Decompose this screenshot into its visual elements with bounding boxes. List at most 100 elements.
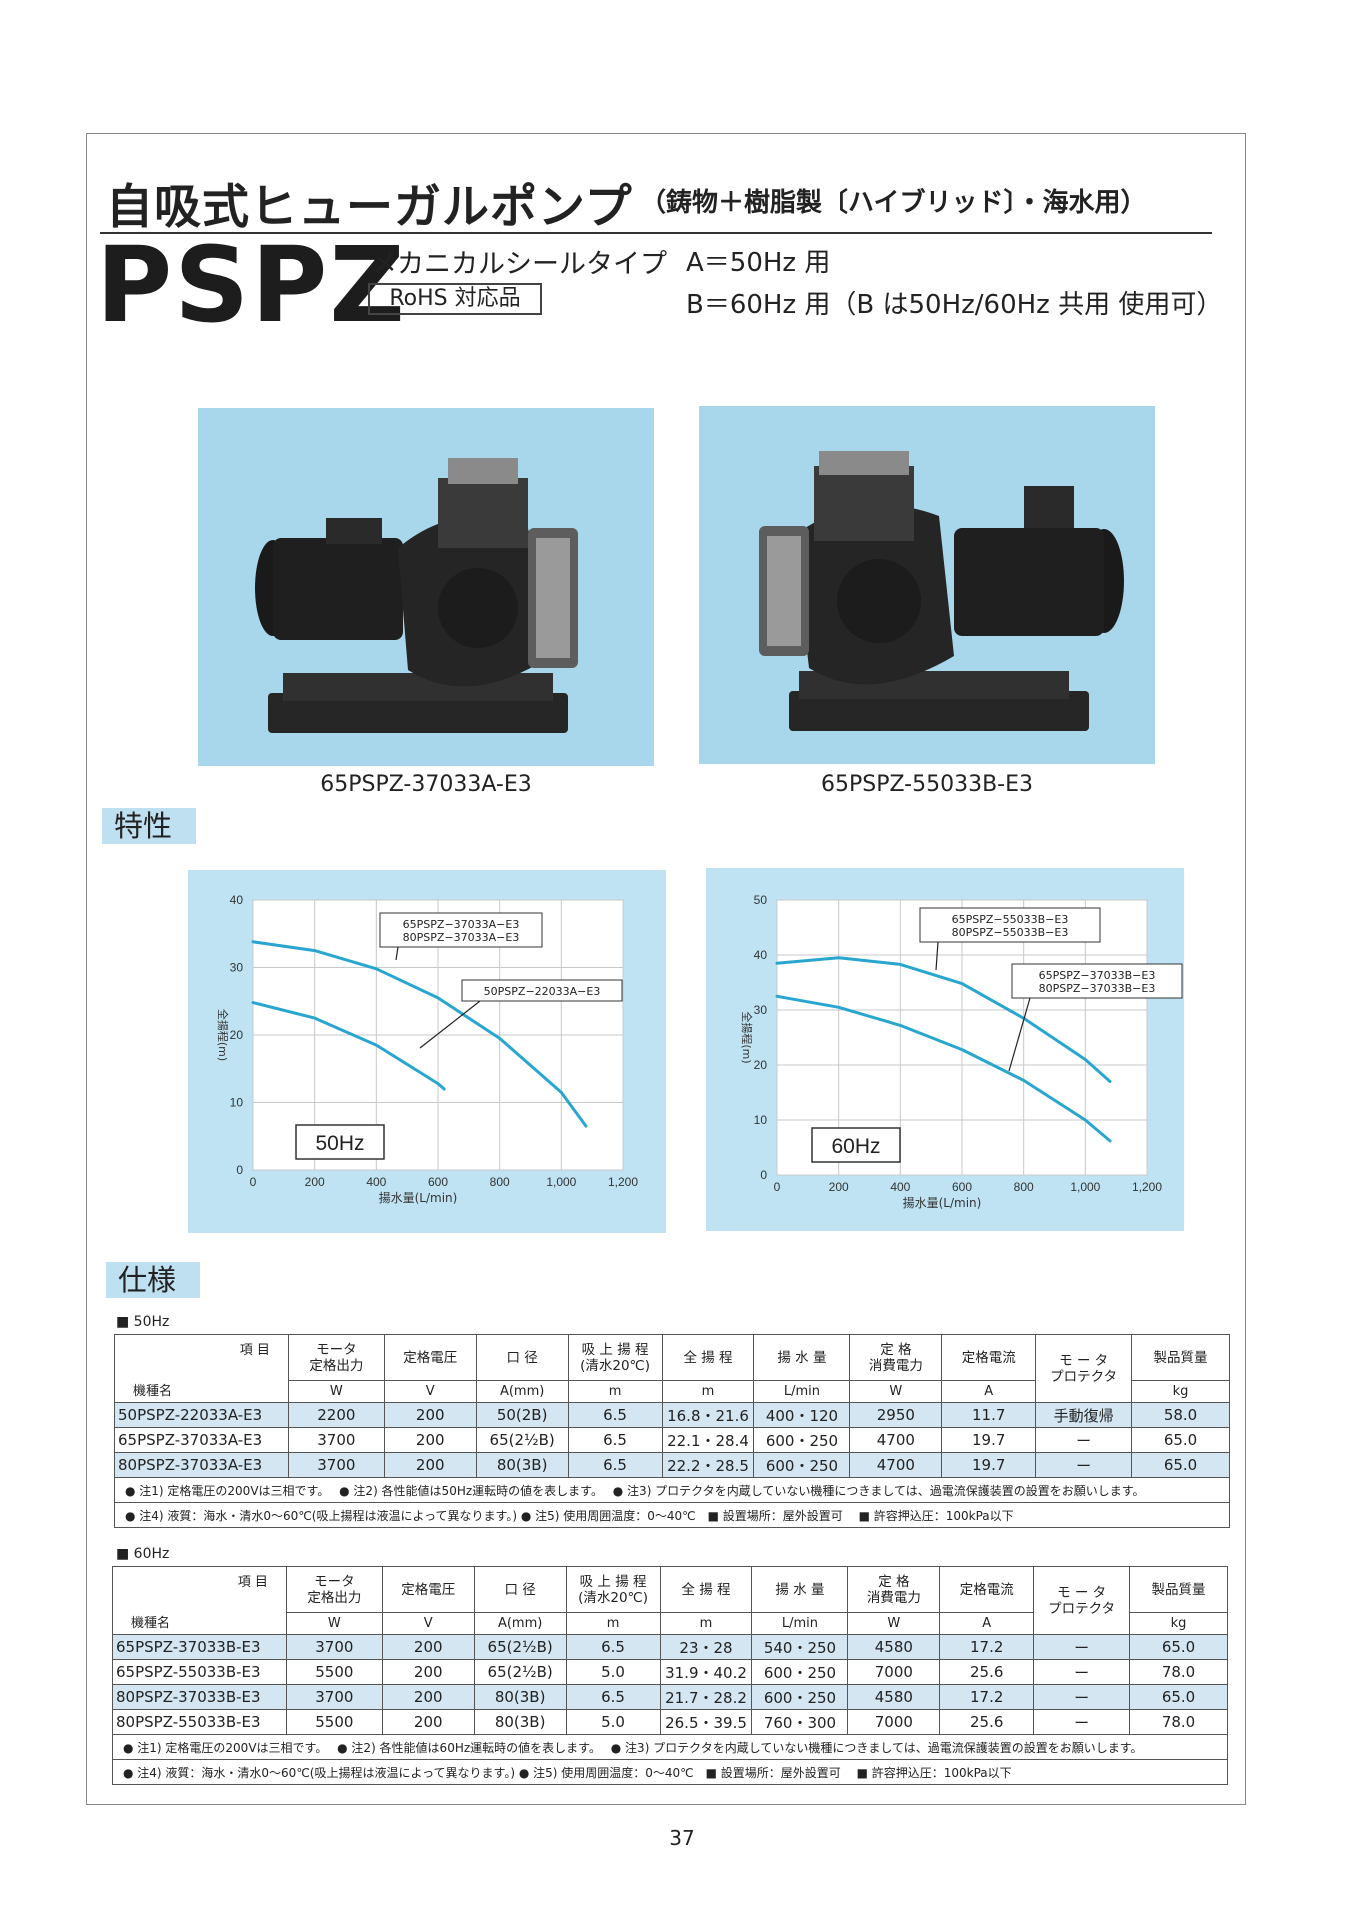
seal-type-label: メカニカルシールタイプ bbox=[370, 249, 667, 280]
series-line bbox=[251, 1001, 446, 1091]
table-cell: 78.0 bbox=[1129, 1659, 1228, 1685]
series-leader-line bbox=[419, 1000, 481, 1049]
weight-header: 製品質量 bbox=[1129, 1566, 1228, 1613]
table-cell: 600・250 bbox=[751, 1684, 849, 1710]
x-tick-label: 0 bbox=[250, 1175, 257, 1189]
x-tick-label: 1,200 bbox=[608, 1175, 638, 1189]
title-divider bbox=[100, 232, 1212, 234]
table-cell: ー bbox=[1033, 1709, 1131, 1735]
table-cell: 26.5・39.5 bbox=[659, 1709, 753, 1735]
pump-photo-right bbox=[699, 406, 1155, 764]
table-cell: 760・300 bbox=[751, 1709, 849, 1735]
bore-header: 口 径 bbox=[475, 1334, 569, 1381]
model-header: 機種名 bbox=[131, 1616, 171, 1631]
page-title: 自吸式ヒューガルポンプ bbox=[106, 180, 633, 235]
voltage-header: 定格電圧 bbox=[383, 1334, 477, 1381]
series-label: 65PSPZ−55033B−E3 bbox=[952, 913, 1069, 926]
table-cell: 25.6 bbox=[939, 1659, 1035, 1685]
rohs-badge: RoHS 対応品 bbox=[368, 283, 542, 315]
y-tick-label: 30 bbox=[230, 961, 244, 975]
frequency-badge-box bbox=[295, 1124, 385, 1160]
motor-output-header: モータ定格出力 bbox=[285, 1566, 383, 1613]
current-header: 定格電流 bbox=[941, 1334, 1037, 1381]
series-label: 80PSPZ−55033B−E3 bbox=[952, 926, 1069, 939]
table-cell: 540・250 bbox=[751, 1634, 849, 1660]
table-cell: 2200 bbox=[287, 1402, 385, 1428]
y-tick-label: 10 bbox=[754, 1113, 768, 1127]
table-50hz-label: ■ 50Hz bbox=[116, 1314, 170, 1330]
table-cell: 3700 bbox=[285, 1684, 383, 1710]
model-header: 機種名 bbox=[133, 1384, 173, 1399]
frequency-note-a: A＝50Hz 用 bbox=[686, 248, 831, 278]
table-cell: 6.5 bbox=[565, 1634, 661, 1660]
series-line bbox=[775, 956, 1112, 1083]
table-cell: 5500 bbox=[285, 1709, 383, 1735]
table-cell: ー bbox=[1035, 1452, 1133, 1478]
table-cell: 2950 bbox=[849, 1402, 943, 1428]
table-50hz-note-2: ● 注4) 液質：海水・清水0～60℃(吸上揚程は液温によって異なります。) ●… bbox=[114, 1502, 1230, 1528]
table-cell: 3700 bbox=[287, 1452, 385, 1478]
corner-header: 項 目 機種名 bbox=[112, 1566, 287, 1635]
table-cell: 200 bbox=[381, 1709, 475, 1735]
series-label-box bbox=[1011, 963, 1183, 999]
y-tick-label: 10 bbox=[230, 1096, 244, 1110]
protector-header: モ ー タプロテクタ bbox=[1035, 1334, 1133, 1403]
series-label: 80PSPZ−37033A−E3 bbox=[403, 931, 520, 944]
table-cell: 6.5 bbox=[567, 1402, 663, 1428]
table-cell: 5.0 bbox=[565, 1709, 661, 1735]
x-tick-label: 200 bbox=[305, 1175, 325, 1189]
series-label: 65PSPZ−37033A−E3 bbox=[403, 918, 520, 931]
item-header: 項 目 bbox=[239, 1343, 270, 1358]
y-tick-label: 40 bbox=[230, 893, 244, 907]
x-axis-label: 揚水量(L/min) bbox=[379, 1191, 458, 1205]
weight-header: 製品質量 bbox=[1131, 1334, 1230, 1381]
page-frame bbox=[86, 133, 1246, 1805]
table-cell: 65(2½B) bbox=[473, 1659, 567, 1685]
model-cell: 65PSPZ-37033B-E3 bbox=[112, 1634, 287, 1660]
table-cell: 6.5 bbox=[567, 1452, 663, 1478]
corner-header: 項 目 機種名 bbox=[114, 1334, 289, 1403]
table-cell: 200 bbox=[383, 1402, 477, 1428]
table-cell: 4700 bbox=[849, 1427, 943, 1453]
table-cell: 200 bbox=[381, 1634, 475, 1660]
capacity-header: 揚 水 量 bbox=[753, 1334, 851, 1381]
table-cell: 4580 bbox=[847, 1634, 941, 1660]
series-leader-line bbox=[395, 946, 399, 961]
table-cell: 200 bbox=[383, 1452, 477, 1478]
table-cell: 200 bbox=[381, 1659, 475, 1685]
x-axis-label: 揚水量(L/min) bbox=[903, 1196, 982, 1210]
x-tick-label: 400 bbox=[366, 1175, 386, 1189]
table-60hz-note-1: ● 注1) 定格電圧の200Vは三相です。 ● 注2) 各性能値は60Hz運転時… bbox=[112, 1734, 1228, 1760]
frequency-badge: 60Hz bbox=[831, 1135, 880, 1158]
model-cell: 65PSPZ-55033B-E3 bbox=[112, 1659, 287, 1685]
table-cell: 31.9・40.2 bbox=[659, 1659, 753, 1685]
series-label-box bbox=[379, 912, 543, 948]
table-cell: ー bbox=[1033, 1684, 1131, 1710]
current-header: 定格電流 bbox=[939, 1566, 1035, 1613]
series-line bbox=[775, 994, 1112, 1143]
pump-photo-left-caption: 65PSPZ-37033A-E3 bbox=[320, 772, 532, 797]
capacity-header: 揚 水 量 bbox=[751, 1566, 849, 1613]
table-cell: 17.2 bbox=[939, 1684, 1035, 1710]
units-row: W V A(mm) m m L/min W A kg bbox=[113, 1612, 1228, 1635]
y-tick-label: 50 bbox=[754, 893, 768, 907]
table-60hz-label: ■ 60Hz bbox=[116, 1546, 170, 1562]
table-cell: 7000 bbox=[847, 1709, 941, 1735]
table-cell: 5500 bbox=[285, 1659, 383, 1685]
table-cell: 65.0 bbox=[1129, 1684, 1228, 1710]
table-cell: 5.0 bbox=[565, 1659, 661, 1685]
table-cell: 22.2・28.5 bbox=[661, 1452, 755, 1478]
model-name: PSPZ bbox=[96, 224, 407, 346]
table-cell: 80(3B) bbox=[473, 1709, 567, 1735]
model-cell: 80PSPZ-37033A-E3 bbox=[114, 1452, 289, 1478]
motor-output-header: モータ定格出力 bbox=[287, 1334, 385, 1381]
table-cell: 65(2½B) bbox=[473, 1634, 567, 1660]
series-label: 50PSPZ−22033A−E3 bbox=[484, 985, 601, 998]
table-cell: 65.0 bbox=[1131, 1452, 1230, 1478]
y-tick-label: 0 bbox=[760, 1168, 767, 1182]
